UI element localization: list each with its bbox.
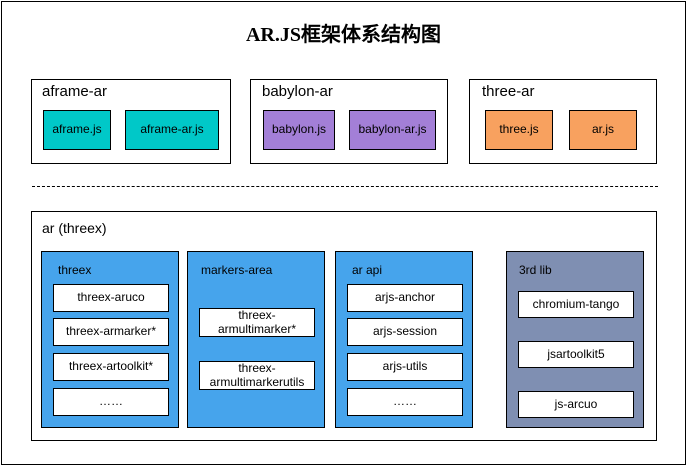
ar-api-panel: ar api arjs-anchor arjs-session arjs-uti…: [335, 251, 473, 428]
threex-more-item: ……: [53, 388, 169, 416]
babylon-ar-js-box: babylon-ar.js: [349, 110, 436, 150]
babylon-js-box: babylon.js: [263, 110, 335, 150]
ar-api-panel-label: ar api: [352, 263, 383, 277]
threex-panel: threex threex-aruco threex-armarker* thr…: [41, 251, 179, 428]
babylon-ar-group: babylon-ar babylon.js babylon-ar.js: [250, 79, 448, 164]
diagram-title: AR.JS框架体系结构图: [245, 24, 441, 46]
ar-threex-group: ar (threex) threex threex-aruco threex-a…: [31, 211, 657, 441]
three-ar-group: three-ar three.js ar.js: [469, 79, 657, 164]
arjs-utils-item: arjs-utils: [347, 353, 463, 381]
threex-armarker-item: threex-armarker*: [53, 318, 169, 346]
js-arcuo-item: js-arcuo: [518, 391, 634, 418]
chromium-tango-item: chromium-tango: [518, 291, 634, 318]
three-js-box: three.js: [485, 110, 553, 150]
jsartoolkit5-item: jsartoolkit5: [518, 341, 634, 368]
threex-panel-label: threex: [58, 263, 92, 277]
threex-artoolkit-item: threex-artoolkit*: [53, 353, 169, 381]
threex-armultimarkerutils-item: threex-armultimarkerutils: [199, 361, 315, 390]
aframe-ar-js-box: aframe-ar.js: [125, 110, 219, 150]
arapi-more-item: ……: [347, 388, 463, 416]
aframe-ar-label: aframe-ar: [42, 83, 108, 100]
ar-js-box: ar.js: [569, 110, 637, 150]
babylon-ar-label: babylon-ar: [262, 83, 333, 100]
third-lib-panel: 3rd lib chromium-tango jsartoolkit5 js-a…: [506, 251, 644, 428]
markers-area-panel-label: markers-area: [201, 263, 273, 277]
aframe-js-box: aframe.js: [43, 110, 111, 150]
arjs-anchor-item: arjs-anchor: [347, 284, 463, 312]
ar-threex-label: ar (threex): [42, 220, 107, 236]
threex-aruco-item: threex-aruco: [53, 284, 169, 312]
third-lib-panel-label: 3rd lib: [519, 263, 552, 277]
markers-area-panel: markers-area threex-armultimarker* three…: [187, 251, 325, 428]
aframe-ar-group: aframe-ar aframe.js aframe-ar.js: [31, 79, 231, 164]
arjs-session-item: arjs-session: [347, 318, 463, 346]
threex-armultimarker-item: threex-armultimarker*: [199, 308, 315, 337]
dashed-separator: [32, 186, 658, 187]
three-ar-label: three-ar: [482, 83, 535, 100]
